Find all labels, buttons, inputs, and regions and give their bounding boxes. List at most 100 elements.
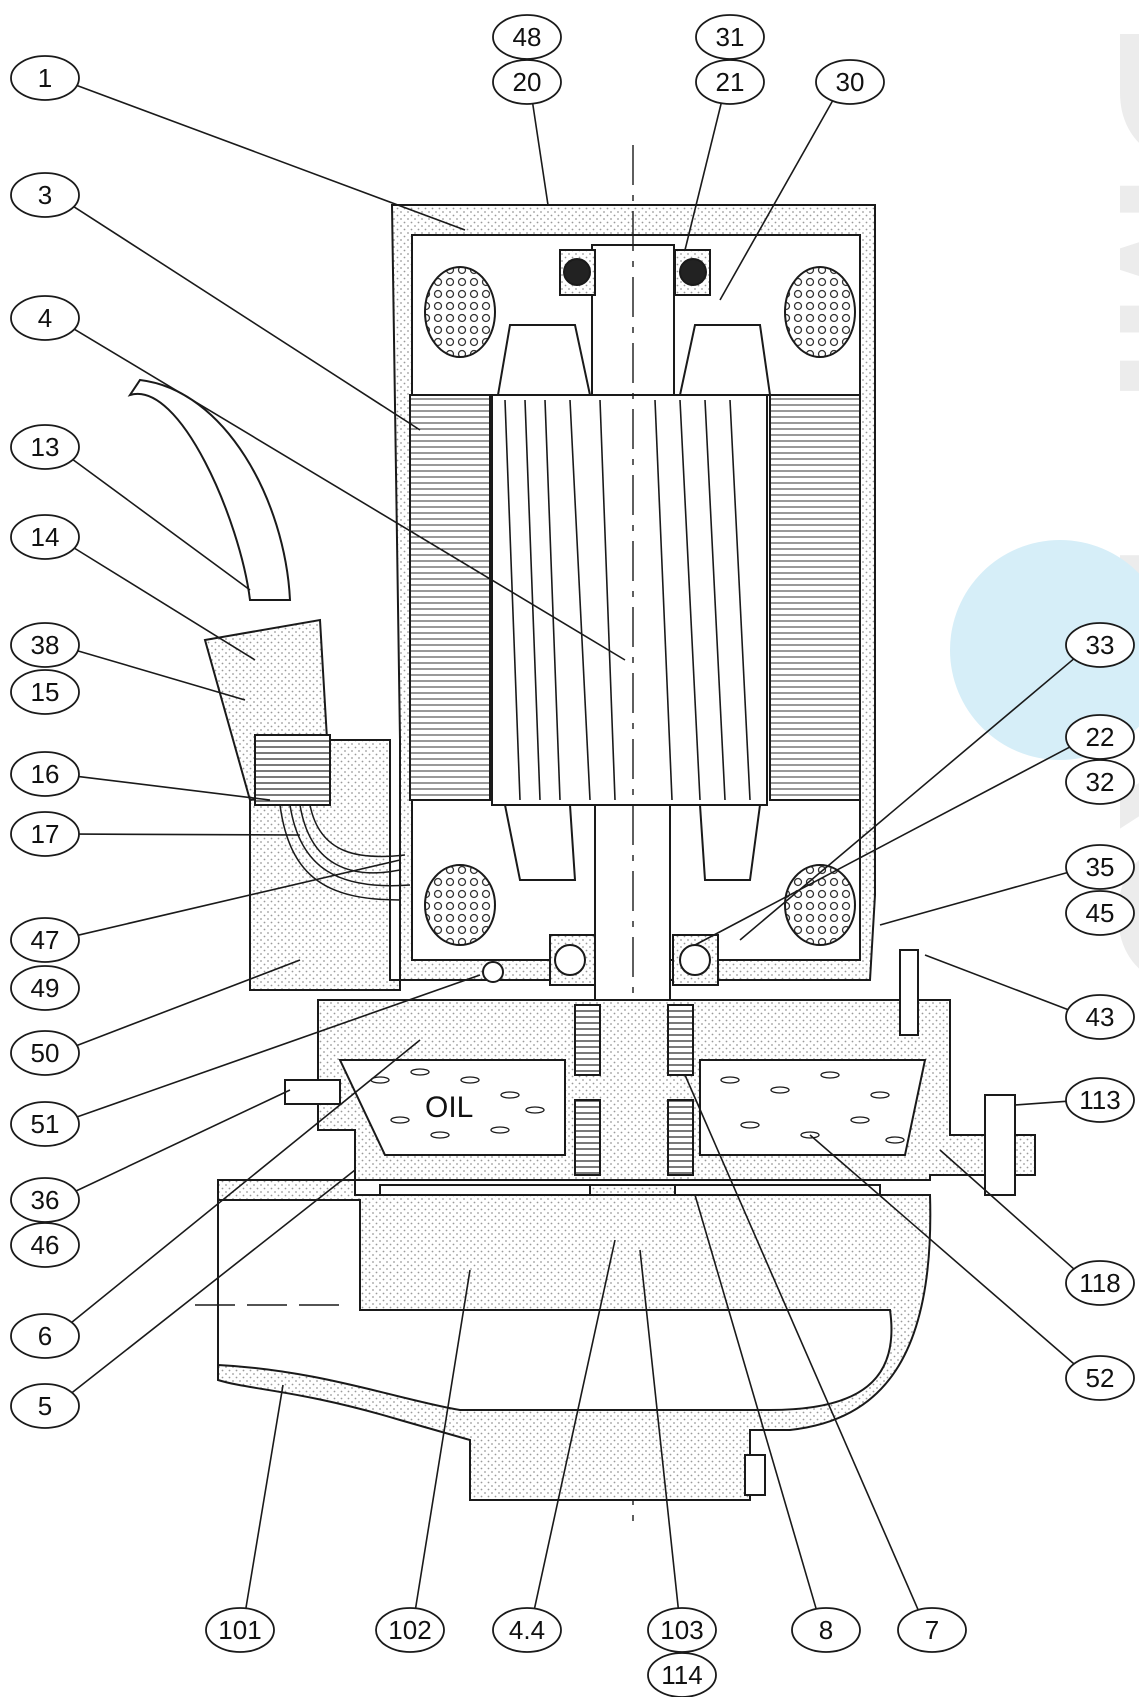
callout-36: 36 — [10, 1177, 80, 1223]
callout-bubble-17 — [10, 811, 80, 857]
callout-50: 50 — [10, 1030, 80, 1076]
callout-label-101: 101 — [218, 1615, 261, 1645]
leader-line-13 — [72, 458, 251, 591]
callout-label-50: 50 — [31, 1038, 60, 1068]
callout-label-4.4: 4.4 — [509, 1615, 545, 1645]
callout-bubble-8 — [791, 1607, 861, 1653]
callout-label-52: 52 — [1086, 1363, 1115, 1393]
callout-label-43: 43 — [1086, 1002, 1115, 1032]
leader-line-21 — [684, 103, 722, 251]
callout-bubble-7 — [897, 1607, 967, 1653]
callout-1: 1 — [10, 55, 80, 101]
callout-bubble-30 — [815, 59, 885, 105]
callout-bubble-33 — [1065, 622, 1135, 668]
callout-label-14: 14 — [31, 522, 60, 552]
bolt-bottom — [744, 1454, 766, 1496]
callout-bubble-35 — [1065, 844, 1135, 890]
callout-bubble-14 — [10, 514, 80, 560]
mechanical-seal-lower — [574, 1099, 601, 1176]
cable-wires — [279, 804, 411, 901]
callout-bubble-50 — [10, 1030, 80, 1076]
winding-top-right — [784, 266, 856, 358]
leader-line-113 — [1014, 1100, 1067, 1106]
callout-bubble-31 — [695, 14, 765, 60]
callout-bubble-20 — [492, 59, 562, 105]
bolt-right — [984, 1094, 1016, 1196]
oring-51 — [482, 961, 504, 983]
callout-14: 14 — [10, 514, 80, 560]
callout-bubble-103 — [647, 1607, 717, 1653]
callout-label-30: 30 — [836, 67, 865, 97]
callout-bubble-47 — [10, 917, 80, 963]
callout-51: 51 — [10, 1101, 80, 1147]
watermark-accent-shape — [950, 540, 1139, 760]
stator-left — [409, 394, 491, 801]
callout-13: 13 — [10, 424, 80, 470]
callout-bubble-113 — [1065, 1077, 1135, 1123]
callout-30: 30 — [815, 59, 885, 105]
leader-line-30 — [719, 100, 834, 301]
leader-line-22 — [694, 746, 1071, 946]
callout-label-113: 113 — [1079, 1085, 1120, 1115]
callout-label-48: 48 — [513, 22, 542, 52]
callout-label-47: 47 — [31, 925, 60, 955]
leader-line-51 — [76, 974, 481, 1118]
callout-114: 114 — [647, 1652, 717, 1697]
callout-bubble-4.4 — [492, 1607, 562, 1653]
winding-top-left — [424, 266, 496, 358]
callout-46: 46 — [10, 1222, 80, 1268]
callout-20: 20 — [492, 59, 562, 105]
callout-48: 48 — [492, 14, 562, 60]
callout-bubble-48 — [492, 14, 562, 60]
leader-line-36 — [75, 1089, 291, 1192]
callout-8: 8 — [791, 1607, 861, 1653]
callout-bubble-5 — [10, 1383, 80, 1429]
leader-line-8 — [694, 1194, 817, 1610]
callout-113: 113 — [1065, 1077, 1135, 1123]
leader-line-43 — [924, 954, 1069, 1011]
callout-3: 3 — [10, 172, 80, 218]
cable — [127, 378, 292, 601]
callout-label-51: 51 — [31, 1109, 60, 1139]
callout-label-6: 6 — [38, 1321, 52, 1351]
callout-16: 16 — [10, 751, 80, 797]
callout-32: 32 — [1065, 759, 1135, 805]
callout-45: 45 — [1065, 890, 1135, 936]
leader-line-35 — [879, 871, 1068, 926]
rotor-end-ring-top — [496, 324, 772, 396]
leader-line-4.4 — [533, 1239, 616, 1609]
pump-drawing — [127, 145, 1036, 1525]
winding-bottom-left — [424, 864, 496, 946]
callout-49: 49 — [10, 965, 80, 1011]
callout-bubble-49 — [10, 965, 80, 1011]
lower-bearing — [549, 934, 719, 986]
rotor-bars — [504, 399, 751, 801]
leader-line-16 — [78, 775, 271, 801]
callout-label-49: 49 — [31, 973, 60, 1003]
callout-101: 101 — [205, 1607, 275, 1653]
leader-line-3 — [73, 206, 421, 431]
callout-35: 35 — [1065, 844, 1135, 890]
volute-passage — [217, 1199, 893, 1411]
watermark-text: DMP PRO — [1075, 20, 1139, 996]
callout-bubble-118 — [1065, 1260, 1135, 1306]
leader-line-103 — [639, 1249, 680, 1609]
callout-103: 103 — [647, 1607, 717, 1653]
callout-4.4: 4.4 — [492, 1607, 562, 1653]
callout-label-33: 33 — [1086, 630, 1115, 660]
callout-bubble-102 — [375, 1607, 445, 1653]
leader-line-118 — [939, 1149, 1075, 1270]
callout-43: 43 — [1065, 994, 1135, 1040]
stator-right — [769, 394, 861, 801]
callout-label-114: 114 — [661, 1660, 702, 1690]
callout-label-38: 38 — [31, 630, 60, 660]
callout-label-20: 20 — [513, 67, 542, 97]
callout-label-36: 36 — [31, 1185, 60, 1215]
callout-label-103: 103 — [660, 1615, 703, 1645]
leader-line-1 — [76, 84, 466, 231]
bolt-43 — [899, 949, 919, 1036]
mechanical-seal-lower-r — [667, 1099, 694, 1176]
callout-label-31: 31 — [716, 22, 745, 52]
